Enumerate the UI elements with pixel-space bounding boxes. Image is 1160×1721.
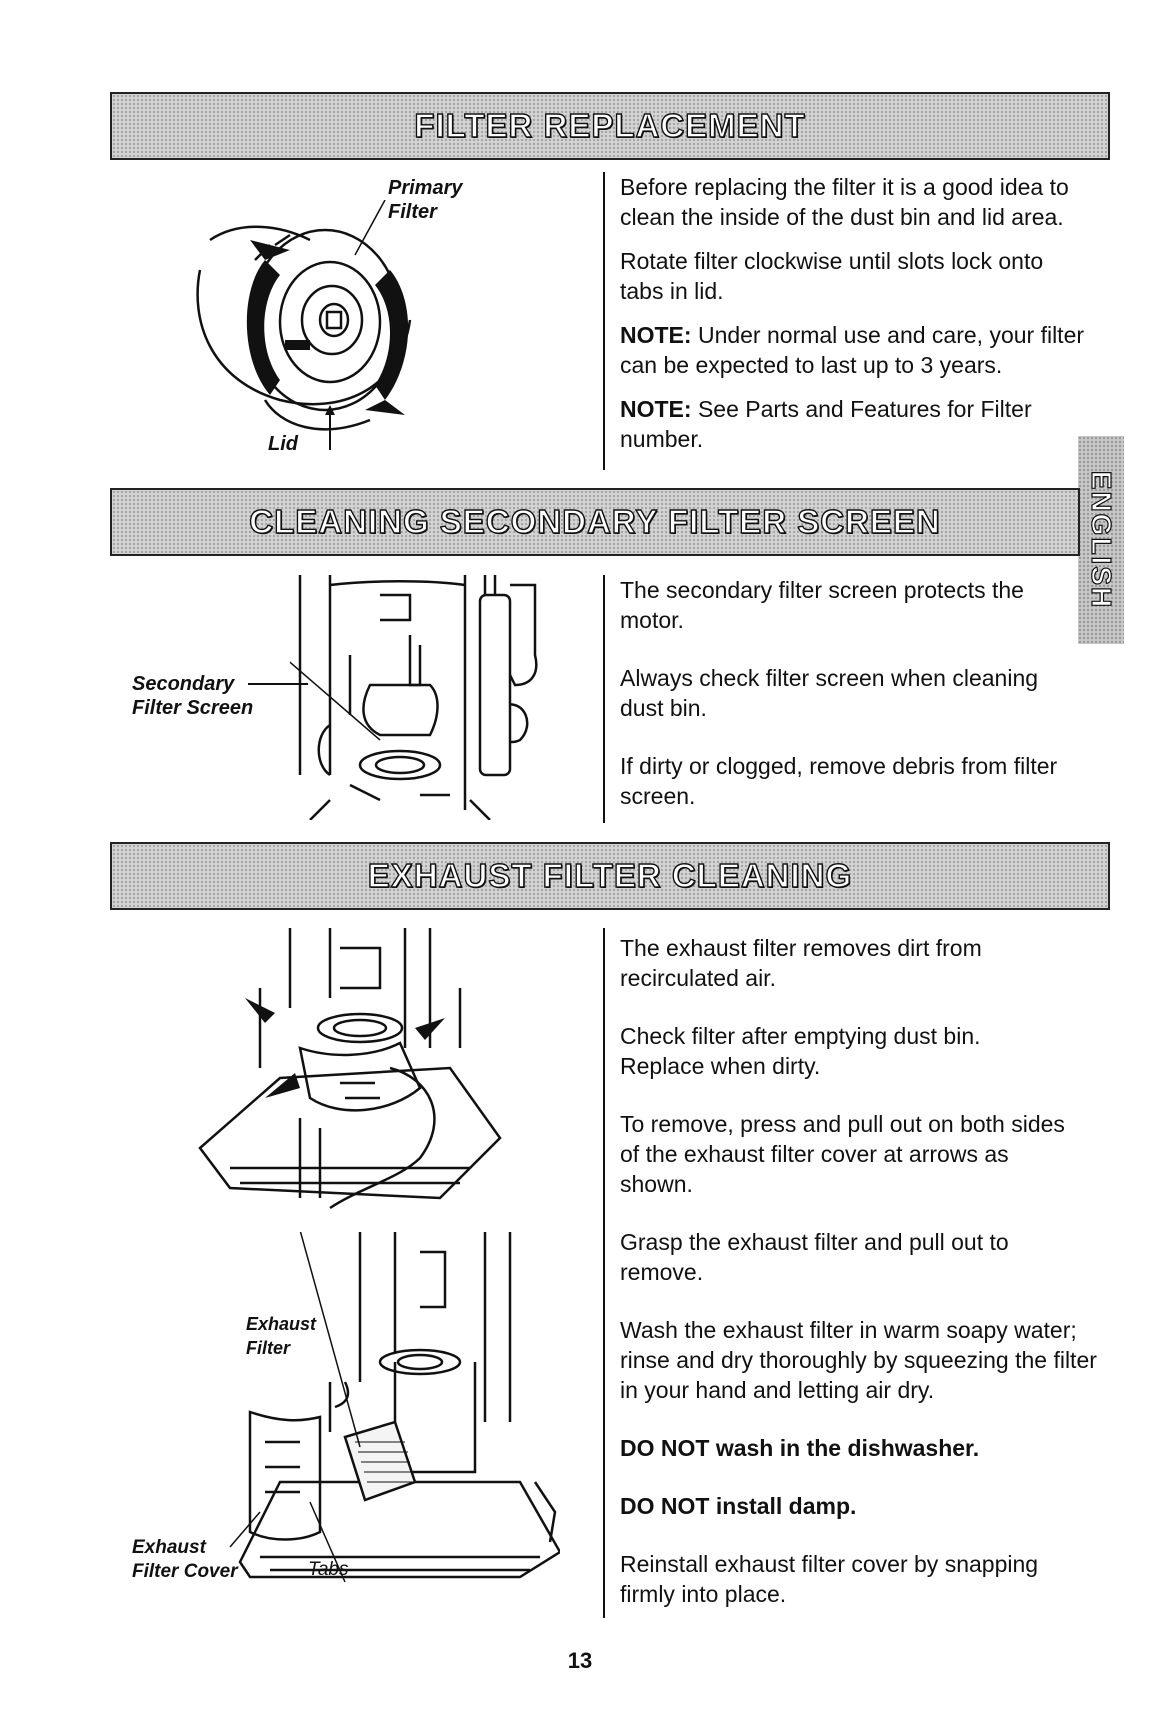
primary-label-line1: Primary bbox=[388, 177, 463, 199]
section-title: FILTER REPLACEMENT bbox=[414, 106, 806, 144]
exhaust-filter-cover-label: Exhaust Filter Cover bbox=[132, 1536, 238, 1584]
note-text: Under normal use and care, your filter c… bbox=[620, 322, 1085, 378]
section-title: CLEANING SECONDARY FILTER SCREEN bbox=[249, 502, 941, 540]
paragraph: To remove, press and pull out on both si… bbox=[620, 1111, 1065, 1197]
tabs-label: Tabs bbox=[308, 1559, 349, 1580]
exhaust-filter-text: The exhaust filter removes dirt from rec… bbox=[620, 933, 1100, 1609]
secondary-screen-text: The secondary filter screen protects the… bbox=[620, 575, 1100, 811]
paragraph: Before replacing the filter it is a good… bbox=[620, 174, 1069, 230]
warning-damp: DO NOT install damp. bbox=[620, 1493, 857, 1519]
section-banner-secondary-screen: CLEANING SECONDARY FILTER SCREEN bbox=[110, 488, 1080, 556]
filter-replacement-text: Before replacing the filter it is a good… bbox=[620, 172, 1100, 454]
lid-label: Lid bbox=[268, 433, 298, 455]
primary-label-line2: Filter bbox=[388, 201, 437, 223]
section-banner-exhaust-filter: EXHAUST FILTER CLEANING bbox=[110, 842, 1110, 910]
note-paragraph: NOTE: Under normal use and care, your fi… bbox=[620, 320, 1100, 380]
column-divider bbox=[603, 172, 605, 470]
secondary-screen-illustration bbox=[290, 575, 538, 820]
note-paragraph: NOTE: See Parts and Features for Filter … bbox=[620, 394, 1060, 454]
section-banner-filter-replacement: FILTER REPLACEMENT bbox=[110, 92, 1110, 160]
paragraph: Always check filter screen when cleaning… bbox=[620, 665, 1039, 721]
note-label: NOTE: bbox=[620, 396, 692, 422]
paragraph: Grasp the exhaust filter and pull out to… bbox=[620, 1229, 1009, 1285]
exhaust-filter-label: Exhaust Filter bbox=[246, 1312, 316, 1360]
label-line2: Filter Cover bbox=[132, 1561, 238, 1582]
exhaust-cover-removal-illustration bbox=[198, 928, 502, 1210]
paragraph: Check filter after emptying dust bin. Re… bbox=[620, 1023, 981, 1079]
paragraph: Rotate filter clockwise until slots lock… bbox=[620, 248, 1044, 304]
note-label: NOTE: bbox=[620, 322, 692, 348]
warning-dishwasher: DO NOT wash in the dishwasher. bbox=[620, 1435, 980, 1461]
page-number: 13 bbox=[567, 1648, 593, 1673]
filter-lid-illustration bbox=[196, 200, 412, 450]
paragraph: Reinstall exhaust filter cover by snappi… bbox=[620, 1551, 1039, 1607]
primary-filter-label: Primary Filter bbox=[388, 176, 463, 224]
label-line1: Exhaust bbox=[246, 1314, 317, 1334]
paragraph: The exhaust filter removes dirt from rec… bbox=[620, 935, 982, 991]
secondary-filter-screen-label: Secondary Filter Screen bbox=[132, 672, 253, 720]
column-divider bbox=[603, 928, 605, 1618]
label-line2: Filter Screen bbox=[132, 697, 254, 719]
section-title: EXHAUST FILTER CLEANING bbox=[367, 856, 853, 894]
note-text: See Parts and Features for Filter number… bbox=[620, 396, 1032, 452]
label-line2: Filter bbox=[246, 1338, 291, 1358]
language-side-tab: ENGLISH bbox=[1078, 436, 1124, 644]
column-divider bbox=[603, 575, 605, 823]
paragraph: The secondary filter screen protects the… bbox=[620, 577, 1024, 633]
label-line1: Exhaust bbox=[132, 1537, 206, 1558]
label-leader-line bbox=[248, 683, 308, 685]
paragraph: If dirty or clogged, remove debris from … bbox=[620, 753, 1058, 809]
exhaust-filter-removal-illustration bbox=[229, 1232, 560, 1583]
label-line1: Secondary bbox=[132, 673, 235, 695]
paragraph: Wash the exhaust filter in warm soapy wa… bbox=[620, 1317, 1097, 1403]
